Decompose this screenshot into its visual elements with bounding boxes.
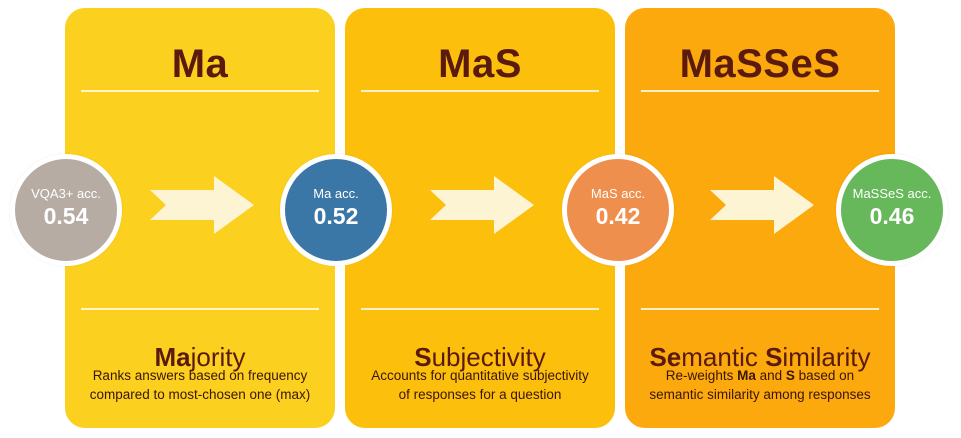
mas-accuracy-circle: MaS acc. 0.42 [562,154,674,266]
heading-rest: ubjectivity [431,342,546,372]
divider [361,90,599,92]
circle-value: 0.54 [43,203,89,229]
heading-rest: jority [190,342,246,372]
circle-value: 0.42 [595,203,641,229]
heading-bold: Ma [154,342,191,372]
circle-label: MaS acc. [590,186,646,201]
divider [641,308,879,310]
description-line: Re-weights Ma and S based on [635,366,885,385]
right-arrow-icon [430,176,534,234]
panel-heading: Majority [65,342,335,373]
heading-mid: mantic [681,342,766,372]
right-arrow-icon [710,176,814,234]
desc-bold: Ma [737,368,756,383]
divider [81,308,319,310]
panel-title: MaSSeS [679,42,841,86]
divider [81,90,319,92]
panel-description: Re-weights Ma and S based on semantic si… [635,366,885,404]
panel-heading: Semantic Similarity [625,342,895,373]
heading-rest: imilarity [782,342,871,372]
circle-label: VQA3+ acc. [31,186,101,201]
description-line: semantic similarity among responses [649,387,871,402]
description-line: Ranks answers based on frequency [92,368,308,383]
panel-heading: Subjectivity [345,342,615,373]
circle-label: Ma acc. [313,186,359,201]
desc-text: based on [794,368,855,383]
circle-value: 0.52 [313,203,359,229]
circle-value: 0.46 [869,203,915,229]
desc-text: Re-weights [665,368,738,383]
vqa-accuracy-circle: VQA3+ acc. 0.54 [10,154,122,266]
panel-title: MaS [438,42,522,86]
right-arrow-icon [150,176,254,234]
panel-description: Ranks answers based on frequency compare… [75,366,325,404]
ma-accuracy-circle: Ma acc. 0.52 [280,154,392,266]
panel-description: Accounts for quantitative subjectivity o… [355,366,605,404]
description-line: of responses for a question [398,387,562,402]
heading-bold: S [414,342,432,372]
circle-label: MaSSeS acc. [852,186,932,201]
panel-title: Ma [171,42,229,86]
description-line: Accounts for quantitative subjectivity [371,368,589,383]
heading-bold: Se [649,342,682,372]
desc-text: and [755,368,786,383]
description-line: compared to most-chosen one (max) [89,387,311,402]
desc-bold: S [785,368,795,383]
heading-bold: S [765,342,783,372]
divider [641,90,879,92]
divider [361,308,599,310]
masses-accuracy-circle: MaSSeS acc. 0.46 [836,154,948,266]
